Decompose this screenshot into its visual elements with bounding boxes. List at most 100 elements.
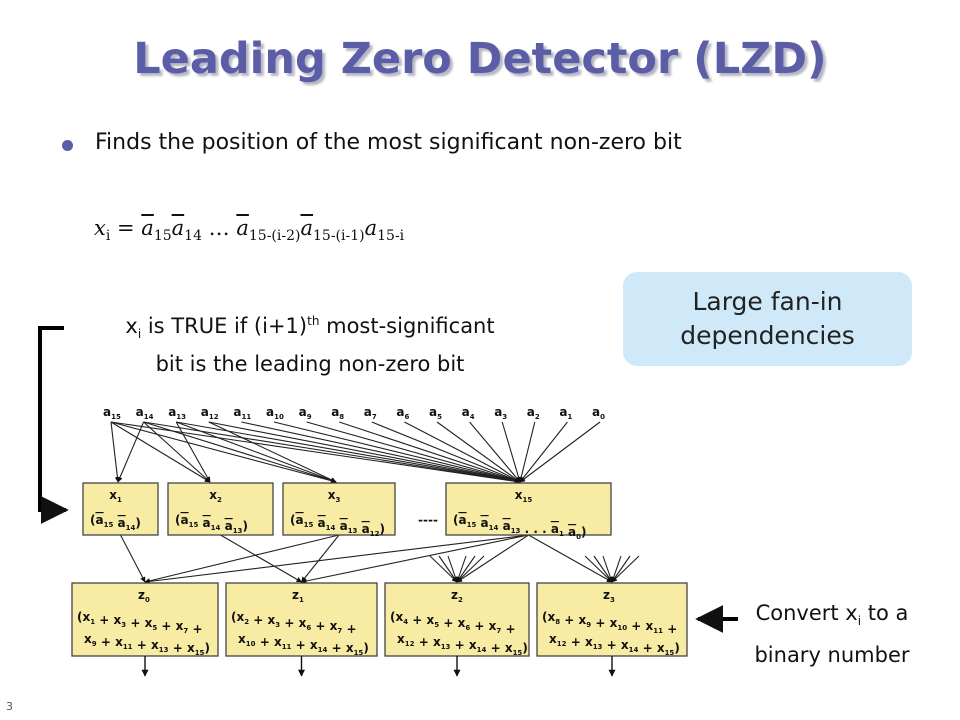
x-box-frame — [167, 482, 274, 536]
x-box-expr: (a15 a14 a13) — [175, 513, 248, 535]
input-a3: a3 — [494, 405, 507, 421]
wire — [339, 421, 521, 484]
input-fan-lines — [110, 421, 601, 485]
formula-term-c: a — [364, 216, 378, 240]
input-a12: a12 — [201, 405, 219, 421]
x-box-title: x15 — [515, 488, 533, 504]
x-box-x2: x2 (a15 a14 a13) — [167, 482, 274, 536]
wire — [300, 534, 529, 584]
formula-term-a: a — [236, 216, 249, 240]
x-box-frame — [282, 482, 396, 536]
wire — [611, 555, 640, 583]
z-box-expr-line-1: (x2 + x3 + x6 + x7 + — [231, 610, 357, 636]
formula-sub-b: 15-(i-1) — [313, 228, 365, 245]
formula-sub-15: 15 — [153, 228, 172, 245]
formula-lhs: x — [94, 216, 106, 240]
formula-term-15: a — [141, 216, 154, 240]
wire — [208, 421, 337, 483]
svg-text:x10 + x11 + x14 + x15): x10 + x11 + x14 + x15) — [238, 632, 369, 657]
wire — [436, 421, 521, 483]
wire — [241, 421, 521, 484]
wire — [371, 421, 521, 483]
z-box-frame — [536, 582, 688, 657]
formula-dots: … — [202, 216, 237, 240]
wire — [176, 421, 337, 483]
z-box-expr-line-2: x10 + x11 + x14 + x15) — [238, 632, 369, 657]
x-ellipsis: ---- — [418, 513, 438, 527]
wire — [456, 534, 529, 583]
wire — [528, 534, 613, 583]
feedback-arrow — [38, 326, 69, 524]
input-a11: a11 — [233, 405, 251, 421]
x-box-title: x2 — [209, 488, 222, 504]
wire — [404, 421, 521, 483]
formula-equals: = — [110, 216, 142, 240]
input-a8: a8 — [331, 405, 344, 421]
wire — [220, 534, 302, 583]
xi-text-3: bit is the leading non-zero bit — [155, 352, 465, 377]
wire — [519, 421, 568, 483]
input-a13: a13 — [168, 405, 186, 421]
x-box-expr: (a15 a14 a13 a12) — [290, 513, 385, 538]
z-box-expr-line-2: x9 + x11 + x13 + x15) — [84, 632, 210, 657]
input-a10: a10 — [266, 405, 284, 421]
input-a5: a5 — [429, 405, 442, 421]
wire — [593, 555, 613, 583]
wire — [501, 421, 522, 483]
xi-sub: i — [137, 327, 142, 342]
wire — [456, 555, 485, 583]
input-a1: a1 — [559, 405, 572, 421]
x-box-frame — [445, 482, 612, 536]
svg-text:(a15 a14 a13): (a15 a14 a13) — [175, 513, 248, 535]
z-box-expr-line-2: x12 + x13 + x14 + x15) — [397, 632, 528, 657]
formula-sub-a: 15-(i-2) — [248, 228, 301, 245]
lzd-formula: xi = a15a14 … a15-(i-2)a15-(i-1)a15-i — [94, 216, 404, 244]
x-boxes: x1(a15 a14)x2(a15 a14 a13)x3(a15 a14 a13… — [82, 482, 612, 541]
x-box-title: x1 — [109, 488, 122, 504]
wire — [110, 421, 521, 485]
z-box-expr-line-1: (x8 + x9 + x10 + x11 + — [542, 610, 677, 636]
z-box-title: z0 — [138, 588, 150, 604]
convert-text-3: binary number — [754, 643, 910, 668]
input-a15: a15 — [103, 405, 121, 421]
wire — [117, 421, 145, 483]
svg-text:x12 + x13 + x14 + x15): x12 + x13 + x14 + x15) — [397, 632, 528, 657]
wire — [306, 421, 521, 484]
wire — [602, 555, 613, 583]
wire — [110, 421, 121, 483]
svg-text:x12 + x13 + x14 + x15): x12 + x13 + x14 + x15) — [549, 632, 680, 657]
input-a0: a0 — [592, 405, 605, 421]
x-box-x15: x15(a15 a14 a13 . . . a1 a0) — [445, 482, 612, 541]
wire — [273, 421, 521, 484]
z-box-frame — [384, 582, 530, 657]
input-a7: a7 — [364, 405, 377, 421]
z-box-z3: z3 (x8 + x9 + x10 + x11 +x12 + x13 + x14 … — [536, 582, 688, 677]
wire — [143, 421, 521, 484]
z-box-title: z1 — [292, 588, 304, 604]
wire — [611, 555, 631, 583]
input-a14: a14 — [136, 405, 154, 421]
convert-note: Convert xi to a binary number — [737, 596, 927, 672]
wire — [144, 534, 340, 584]
z-box-title: z3 — [603, 588, 615, 604]
svg-text:(a15 a14): (a15 a14) — [90, 513, 141, 532]
z-box-z1: z1 (x2 + x3 + x6 + x7 +x10 + x11 + x14 + … — [225, 582, 378, 677]
convert-text-1: Convert x — [755, 601, 858, 625]
input-a6: a6 — [396, 405, 409, 421]
convert-sub: i — [857, 614, 862, 629]
z-box-z0: z0 (x1 + x3 + x5 + x7 +x9 + x11 + x13 + x… — [71, 582, 219, 677]
input-a9: a9 — [299, 405, 312, 421]
svg-text:(x2 + x3 + x6 + x7 +: (x2 + x3 + x6 + x7 + — [231, 610, 357, 636]
z-box-expr-line-1: (x4 + x5 + x6 + x7 + — [390, 610, 516, 636]
convert-text-2: to a — [861, 601, 909, 625]
x-to-z-lines — [120, 534, 640, 585]
wire — [175, 421, 211, 483]
x-box-x1: x1 (a15 a14) — [82, 482, 159, 536]
svg-text:x9 + x11 + x13 + x15): x9 + x11 + x13 + x15) — [84, 632, 210, 657]
formula-sub-c: 15-i — [377, 228, 405, 245]
svg-text:(x1 + x3 + x5 + x7 +: (x1 + x3 + x5 + x7 + — [77, 610, 203, 636]
bullet-marker — [62, 140, 73, 151]
z-box-z2: z2(x4 + x5 + x6 + x7 +x12 + x13 + x14 + … — [384, 582, 530, 677]
